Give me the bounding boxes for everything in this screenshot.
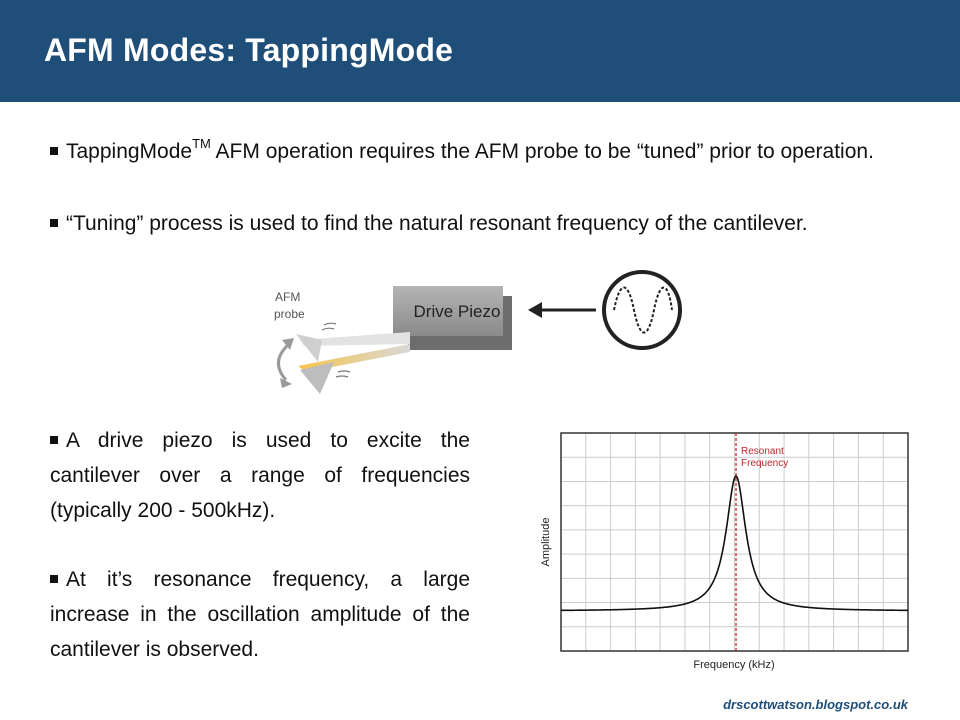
x-axis-label: Frequency (kHz): [693, 659, 774, 671]
bullet-3: A drive piezo is used to excite the cant…: [50, 423, 470, 528]
title-bar: AFM Modes: TappingMode: [0, 0, 960, 102]
probe-tip-ghost: [296, 334, 322, 362]
signal-generator-icon: [602, 270, 682, 350]
probe-tip: [300, 362, 334, 394]
bullet-1-text-b: AFM operation requires the AFM probe to …: [210, 140, 874, 163]
blog-credit: drscottwatson.blogspot.co.uk: [723, 697, 908, 712]
bullet-4: At it’s resonance frequency, a large inc…: [50, 562, 470, 667]
drive-piezo-block: [393, 286, 503, 336]
piezo-shadow: [408, 296, 512, 350]
cantilever: [298, 344, 410, 372]
drive-piezo-label: Drive Piezo: [414, 302, 501, 321]
vibration-mark-top: [321, 322, 337, 331]
probe-label-line1: AFM: [275, 290, 300, 304]
arrow-head-up: [282, 338, 294, 350]
bullet-4-text: At it’s resonance frequency, a large inc…: [50, 568, 470, 661]
vibration-mark-bottom: [335, 370, 351, 378]
annotation-line1: Resonant: [741, 446, 784, 457]
arrow-head-down: [280, 378, 292, 388]
bullet-square-icon: [50, 575, 58, 583]
bullet-3-text: A drive piezo is used to excite the cant…: [50, 429, 470, 522]
chart-frame: [560, 432, 909, 652]
bullet-1-text-a: TappingMode: [66, 140, 193, 163]
sine-wave-icon: [613, 286, 673, 334]
bullet-2: “Tuning” process is used to find the nat…: [50, 206, 920, 241]
resonance-curve: [560, 474, 909, 612]
trademark-superscript: TM: [192, 136, 211, 151]
bullet-square-icon: [50, 436, 58, 444]
chart-grid: [561, 433, 908, 651]
y-axis-label: Amplitude: [540, 518, 552, 567]
oscillation-arrow-icon: [277, 343, 290, 381]
annotation-line2: Frequency: [741, 458, 788, 469]
bullet-square-icon: [50, 219, 58, 227]
bullet-1: TappingModeTM AFM operation requires the…: [50, 128, 920, 169]
drive-arrow-head: [528, 302, 542, 318]
slide-title: AFM Modes: TappingMode: [44, 32, 454, 68]
cantilever-ghost: [300, 332, 410, 346]
bullet-2-text: “Tuning” process is used to find the nat…: [66, 212, 808, 235]
bullet-square-icon: [50, 147, 58, 155]
probe-label-line2: probe: [274, 307, 305, 321]
